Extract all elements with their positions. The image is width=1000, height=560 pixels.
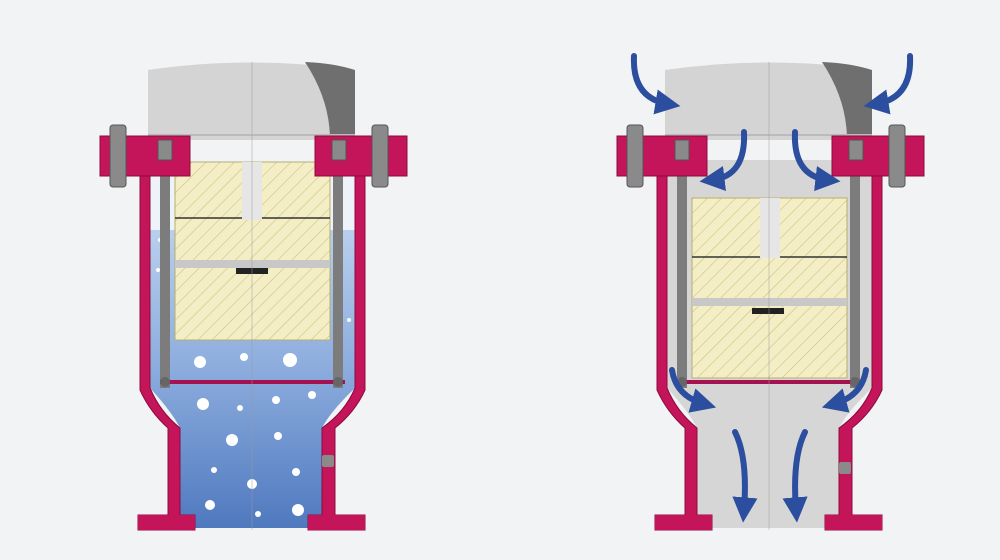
guide-rod bbox=[850, 150, 860, 388]
valve-seat bbox=[752, 308, 784, 314]
flange bbox=[314, 135, 408, 177]
guide-rod bbox=[677, 150, 687, 388]
flow-arrow-icon bbox=[630, 53, 914, 523]
valve-cap bbox=[665, 62, 872, 140]
valve-cap bbox=[148, 62, 355, 140]
valve-open-panel bbox=[616, 53, 925, 531]
guide-rod bbox=[333, 150, 343, 388]
bubble-icon bbox=[156, 238, 351, 517]
float bbox=[691, 197, 848, 379]
flange bbox=[831, 135, 925, 177]
bolt-icon bbox=[626, 124, 906, 188]
valve-closed-panel bbox=[99, 62, 408, 531]
bolt-icon bbox=[109, 124, 389, 188]
guide-rod bbox=[160, 150, 170, 388]
float bbox=[174, 161, 331, 341]
bolt-icon bbox=[322, 455, 334, 467]
bolt-icon bbox=[839, 462, 851, 474]
